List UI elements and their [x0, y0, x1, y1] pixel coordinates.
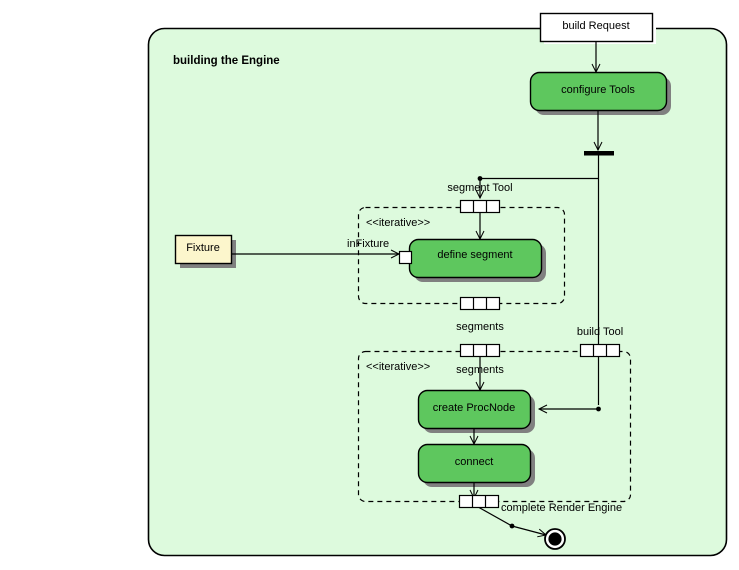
pin-segment-tool [459, 199, 501, 214]
segments-in-pin-label: segments [456, 364, 504, 376]
upper-iterative-stereotype: <<iterative>> [366, 217, 431, 229]
pin-segments-in [459, 343, 501, 358]
connect-label: connect [454, 456, 494, 468]
activity-frame-title: building the Engine [173, 55, 280, 67]
segments-out-pin-label: segments [456, 321, 504, 333]
build-request-label: build Request [562, 20, 630, 32]
build-tool-pin-label: build Tool [576, 326, 624, 338]
edge-output-to-final [511, 525, 548, 538]
activity-final-dot [548, 532, 562, 546]
in-fixture-pin-label: inFixture [347, 238, 390, 250]
pin-complete-render-engine [458, 494, 500, 509]
edge-output-bend-a [478, 506, 513, 527]
create-procnode-label: create ProcNode [432, 402, 516, 414]
configure-tools-label: configure Tools [561, 84, 635, 96]
pin-segments-out [459, 296, 501, 311]
complete-render-engine-pin-label: complete Render Engine [501, 502, 623, 514]
segment-tool-pin-label: segment Tool [447, 182, 513, 194]
fixture-object-node [174, 234, 233, 265]
junction-dot-final [509, 523, 515, 529]
pin-build-tool [579, 343, 621, 358]
fork-bar [584, 151, 614, 156]
lower-iterative-stereotype: <<iterative>> [366, 361, 431, 373]
define-segment-label: define segment [437, 249, 513, 261]
fixture-label: Fixture [186, 242, 220, 254]
activity-frame [147, 27, 728, 557]
